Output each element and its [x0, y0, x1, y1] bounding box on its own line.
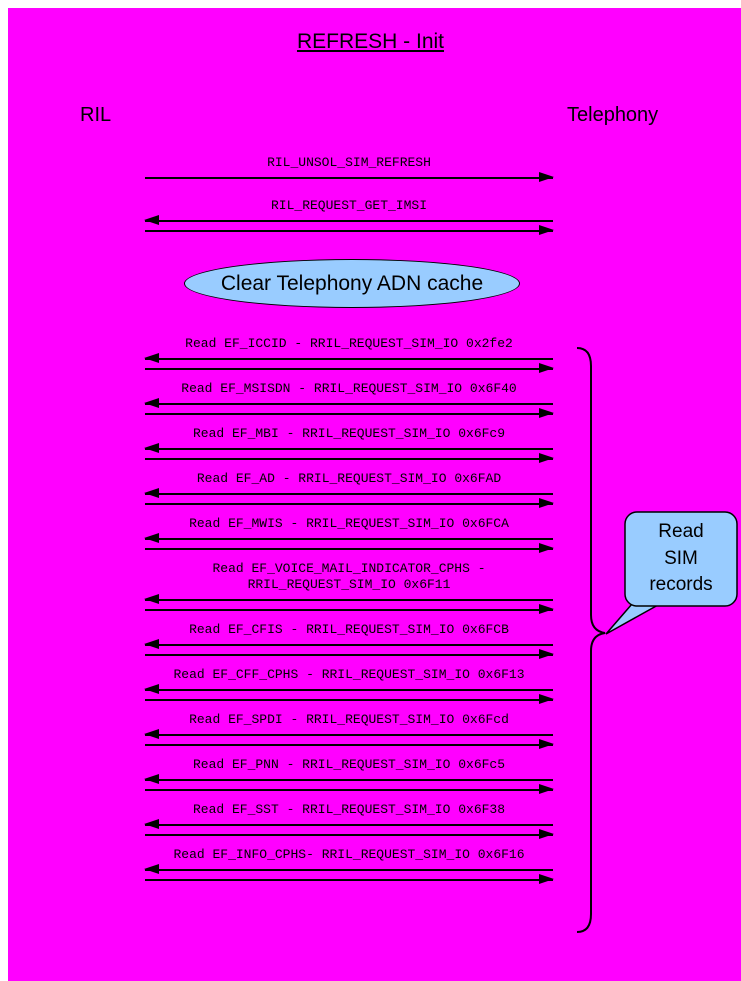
- arrow-right-icon: [145, 829, 554, 839]
- callout-tail-icon: [605, 603, 661, 635]
- read-message: Read EF_SPDI - RRIL_REQUEST_SIM_IO 0x6Fc…: [144, 712, 554, 749]
- read-message: Read EF_CFIS - RRIL_REQUEST_SIM_IO 0x6FC…: [144, 622, 554, 659]
- read-message: Read EF_MWIS - RRIL_REQUEST_SIM_IO 0x6FC…: [144, 516, 554, 553]
- arrow-right-icon: [145, 739, 554, 749]
- arrow-left-icon: [144, 864, 553, 874]
- read-message: Read EF_INFO_CPHS- RRIL_REQUEST_SIM_IO 0…: [144, 847, 554, 884]
- arrow-right-icon: [145, 225, 554, 235]
- arrow-left-icon: [144, 533, 553, 543]
- read-sim-records-callout: Read SIM records: [625, 514, 737, 604]
- arrow-right-icon: [145, 874, 554, 884]
- arrow-right-icon: [145, 784, 554, 794]
- message-label: Read EF_ICCID - RRIL_REQUEST_SIM_IO 0x2f…: [185, 336, 513, 351]
- message-label: Read EF_MSISDN - RRIL_REQUEST_SIM_IO 0x6…: [181, 381, 517, 396]
- arrow-right-icon: [145, 604, 554, 614]
- read-message: Read EF_AD - RRIL_REQUEST_SIM_IO 0x6FAD: [144, 471, 554, 508]
- arrow-left-icon: [144, 398, 553, 408]
- read-message: Read EF_MSISDN - RRIL_REQUEST_SIM_IO 0x6…: [144, 381, 554, 418]
- arrow-left-icon: [144, 774, 553, 784]
- message-label: Read EF_PNN - RRIL_REQUEST_SIM_IO 0x6Fc5: [192, 757, 506, 772]
- arrow-right-icon: [145, 408, 554, 418]
- callout-bubble: [624, 511, 738, 607]
- arrow-left-icon: [144, 819, 553, 829]
- message-ril-unsol-sim-refresh: RIL_UNSOL_SIM_REFRESH: [145, 155, 554, 182]
- arrow-right-icon: [145, 649, 554, 659]
- arrow-right-icon: [145, 543, 554, 553]
- message-label: Read EF_CFF_CPHS - RRIL_REQUEST_SIM_IO 0…: [173, 667, 525, 682]
- read-message: Read EF_SST - RRIL_REQUEST_SIM_IO 0x6F38: [144, 802, 554, 839]
- grouping-annotation: [576, 347, 738, 933]
- grouping-brace-icon: [576, 347, 606, 933]
- note-label: Clear Telephony ADN cache: [220, 271, 484, 295]
- read-message: Read EF_MBI - RRIL_REQUEST_SIM_IO 0x6Fc9: [144, 426, 554, 463]
- arrow-left-icon: [144, 594, 553, 604]
- arrow-left-icon: [144, 684, 553, 694]
- message-label: RIL_REQUEST_GET_IMSI: [270, 198, 428, 213]
- actor-ril: RIL: [80, 104, 112, 126]
- arrow-left-icon: [144, 729, 553, 739]
- arrow-right-icon: [145, 172, 554, 182]
- arrow-right-icon: [145, 694, 554, 704]
- message-ril-request-get-imsi: RIL_REQUEST_GET_IMSI: [144, 198, 554, 235]
- message-label: Read EF_MWIS - RRIL_REQUEST_SIM_IO 0x6FC…: [189, 516, 509, 531]
- read-message: Read EF_PNN - RRIL_REQUEST_SIM_IO 0x6Fc5: [144, 757, 554, 794]
- message-label: Read EF_MBI - RRIL_REQUEST_SIM_IO 0x6Fc9: [192, 426, 506, 441]
- message-label: Read EF_VOICE_MAIL_INDICATOR_CPHS - RRIL…: [212, 561, 486, 592]
- actor-telephony: Telephony: [567, 104, 659, 126]
- read-message: Read EF_VOICE_MAIL_INDICATOR_CPHS - RRIL…: [144, 561, 554, 614]
- diagram-title: REFRESH - Init: [296, 30, 445, 53]
- arrow-left-icon: [144, 215, 553, 225]
- message-label: RIL_UNSOL_SIM_REFRESH: [267, 155, 431, 170]
- arrow-left-icon: [144, 639, 553, 649]
- arrow-right-icon: [145, 453, 554, 463]
- read-message: Read EF_CFF_CPHS - RRIL_REQUEST_SIM_IO 0…: [144, 667, 554, 704]
- message-label: Read EF_CFIS - RRIL_REQUEST_SIM_IO 0x6FC…: [189, 622, 509, 637]
- message-label: Read EF_INFO_CPHS- RRIL_REQUEST_SIM_IO 0…: [173, 847, 525, 862]
- message-label: Read EF_SPDI - RRIL_REQUEST_SIM_IO 0x6Fc…: [189, 712, 509, 727]
- arrow-right-icon: [145, 363, 554, 373]
- read-messages: Read EF_ICCID - RRIL_REQUEST_SIM_IO 0x2f…: [144, 336, 554, 892]
- arrow-right-icon: [145, 498, 554, 508]
- callout-label: Read SIM records: [649, 521, 713, 596]
- message-label: Read EF_AD - RRIL_REQUEST_SIM_IO 0x6FAD: [196, 471, 502, 486]
- arrow-left-icon: [144, 443, 553, 453]
- message-label: Read EF_SST - RRIL_REQUEST_SIM_IO 0x6F38: [192, 802, 506, 817]
- arrow-left-icon: [144, 488, 553, 498]
- note-clear-adn-cache: Clear Telephony ADN cache: [184, 259, 520, 308]
- read-message: Read EF_ICCID - RRIL_REQUEST_SIM_IO 0x2f…: [144, 336, 554, 373]
- arrow-left-icon: [144, 353, 553, 363]
